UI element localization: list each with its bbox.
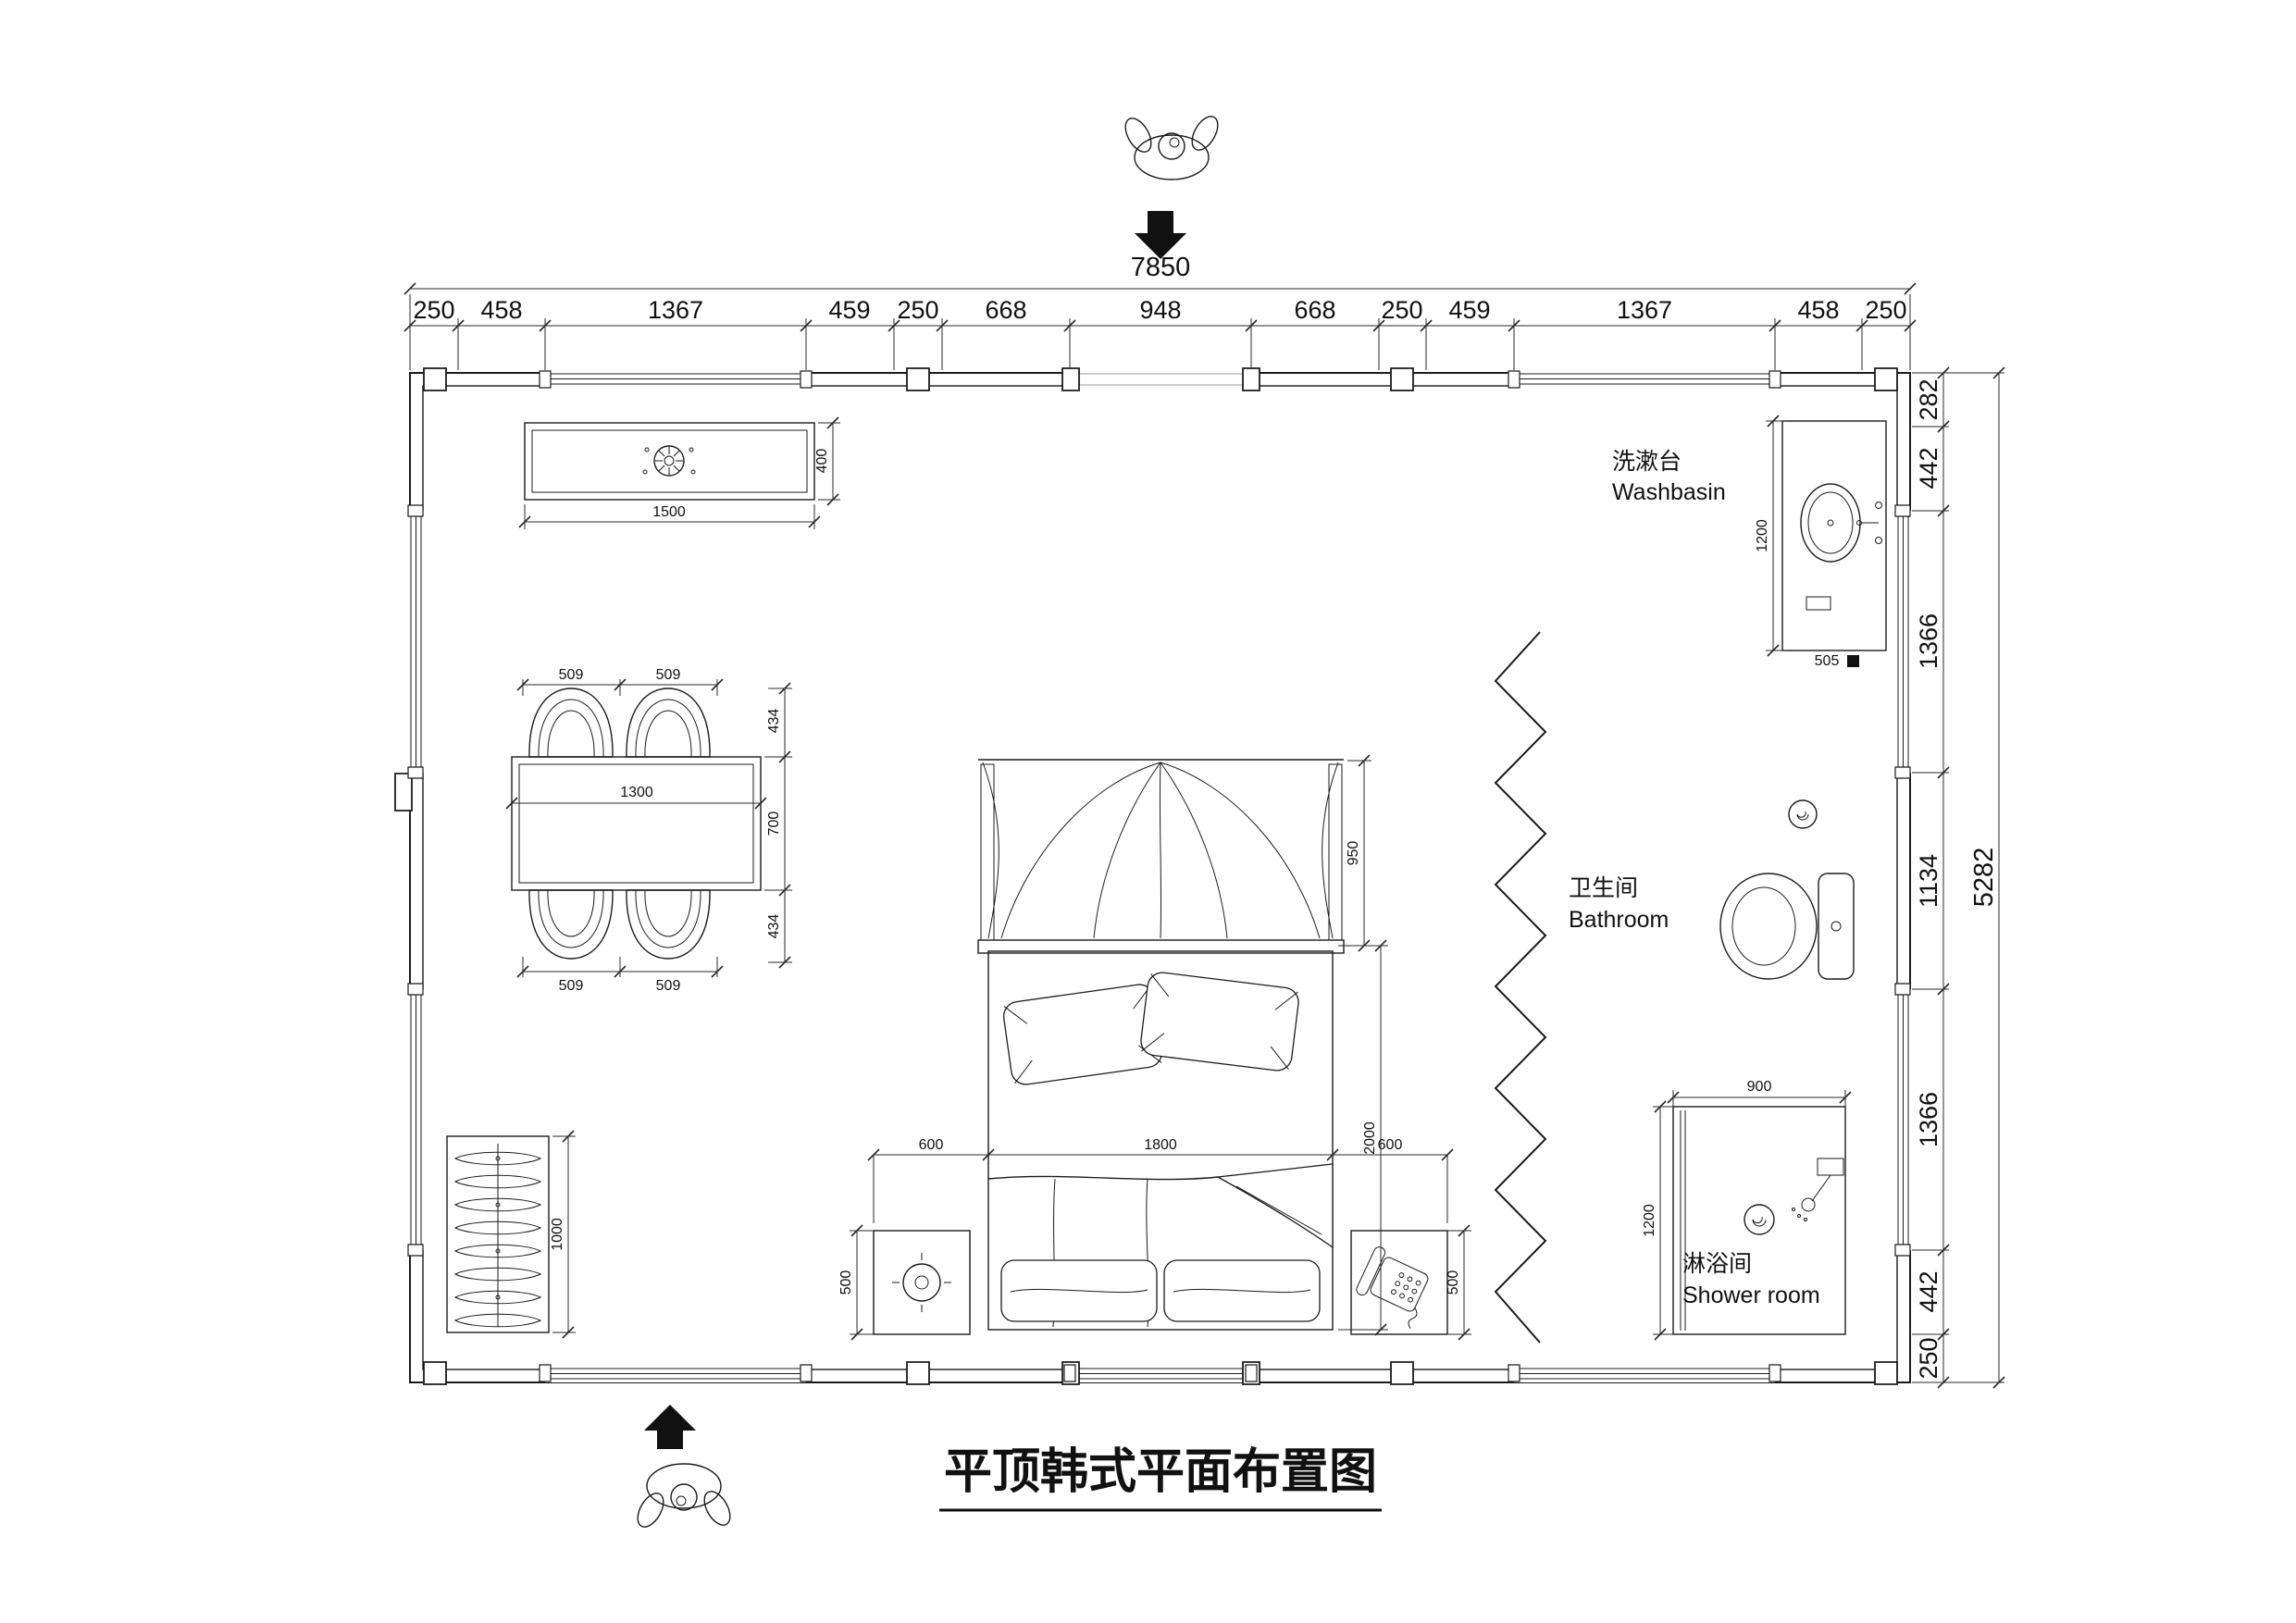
washbasin-counter (1781, 420, 1887, 667)
label-washbasin-zh: 洗漱台 (1612, 449, 1682, 475)
folding-partition (1494, 631, 1547, 1344)
dim-top-seg-5: 668 (985, 296, 1026, 324)
dim-top-seg-10: 1367 (1617, 296, 1672, 324)
dim-chair-bottom-right: 509 (656, 978, 681, 994)
entry-person-figure (1119, 111, 1224, 180)
dim-right-seg-6: 250 (1915, 1337, 1942, 1379)
bottom-person-figure (631, 1463, 737, 1532)
dim-console-width: 1500 (652, 504, 686, 520)
dim-top-seg-7: 668 (1294, 296, 1335, 324)
plan-title: 平顶韩式平面布置图 (944, 1445, 1377, 1499)
wall-columns (394, 367, 1898, 1385)
dining-chair (626, 889, 711, 960)
dim-right-seg-1: 442 (1915, 447, 1942, 489)
top-dimension-chain: 7850 250 458 1367 459 250 668 948 668 25… (403, 253, 1917, 370)
dim-bed-right: 600 (1378, 1137, 1403, 1153)
entry-direction-arrow (1135, 211, 1186, 259)
dining-table (511, 688, 762, 960)
dim-nightstand-right: 500 (1446, 1270, 1461, 1295)
shower-head-symbol (1792, 1158, 1844, 1221)
dim-top-seg-3: 459 (828, 296, 870, 324)
dim-top-seg-1: 458 (480, 296, 522, 324)
window-end-posts (407, 370, 1911, 1382)
label-bathroom-en: Bathroom (1569, 907, 1669, 933)
dining-chair (626, 688, 711, 758)
sink-symbol (1800, 483, 1882, 563)
dim-top-seg-0: 250 (413, 296, 454, 324)
toilet-roll-holder-symbol (1788, 799, 1818, 829)
blanket-fold (1215, 1163, 1334, 1249)
label-washbasin-en: Washbasin (1612, 479, 1726, 505)
plan-title-block: 平顶韩式平面布置图 (939, 1445, 1382, 1512)
dim-canopy-height: 950 (1346, 841, 1361, 866)
dim-bed-left: 600 (919, 1137, 944, 1153)
furniture-dimensions: 1500 400 509 509 1300 434 700 434 509 50… (505, 415, 1852, 1341)
dim-right-total: 5282 (1969, 848, 1999, 908)
dim-chair-top-right: 509 (656, 667, 681, 683)
dim-shower-length: 1200 (1642, 1204, 1657, 1237)
dim-table-width: 1300 (620, 785, 653, 800)
dim-nightstand-left: 500 (838, 1270, 854, 1295)
window-frames (410, 373, 1909, 1380)
exterior-walls (394, 367, 1912, 1385)
nightstand-right (1350, 1230, 1448, 1335)
right-dimension-chain: 5282 282 442 1366 1134 1366 442 250 (1912, 366, 2005, 1389)
label-shower-zh: 淋浴间 (1682, 1251, 1752, 1277)
floor-drain-symbol (1847, 655, 1859, 667)
bottom-direction-arrow (644, 1405, 696, 1449)
nightstand-left (873, 1230, 971, 1335)
dim-top-seg-2: 1367 (648, 296, 703, 324)
dim-wardrobe-height: 1000 (550, 1218, 565, 1251)
dim-top-seg-12: 250 (1865, 296, 1906, 324)
label-shower-en: Shower room (1682, 1282, 1820, 1308)
pillow (1002, 984, 1163, 1085)
pillow (1140, 972, 1299, 1072)
label-bathroom-zh: 卫生间 (1569, 875, 1638, 901)
dim-basin-width: 505 (1815, 653, 1840, 669)
dim-right-seg-4: 1366 (1915, 1092, 1942, 1147)
foot-cushion (1000, 1259, 1158, 1322)
clothes-hangers (453, 1151, 542, 1328)
entry-door-threshold (1079, 373, 1246, 386)
dim-bed-width: 1800 (1144, 1137, 1177, 1153)
dim-right-seg-2: 1366 (1915, 613, 1942, 669)
dim-top-seg-11: 458 (1797, 296, 1839, 324)
wardrobe (446, 1135, 550, 1333)
dim-bed-length: 2000 (1362, 1121, 1378, 1155)
room-labels: 洗漱台 Washbasin 卫生间 Bathroom 淋浴间 Shower ro… (1569, 449, 1820, 1308)
dim-chair-bottom-left: 509 (559, 978, 584, 994)
dining-chair (528, 688, 614, 758)
shower-drain-symbol (1744, 1204, 1775, 1235)
bed (987, 950, 1334, 1331)
window-glazing-lines (416, 378, 1904, 1374)
dim-right-seg-5: 442 (1915, 1270, 1942, 1312)
canopy-drapes (982, 762, 1339, 939)
bed-canopy (977, 759, 1345, 954)
dim-top-seg-6: 948 (1139, 296, 1181, 324)
shower-glass-panel (1680, 1110, 1686, 1331)
dim-right-seg-3: 1134 (1915, 854, 1942, 908)
dim-dining-top: 434 (766, 709, 782, 734)
shower-room (1672, 1106, 1846, 1335)
dim-console-depth: 400 (814, 449, 830, 474)
toilet (1719, 873, 1855, 980)
dining-chair (528, 889, 614, 960)
dim-right-seg-0: 282 (1915, 378, 1942, 420)
dim-dining-mid: 700 (766, 812, 782, 836)
foot-cushion (1163, 1259, 1321, 1322)
tissue-box-symbol (1806, 596, 1831, 611)
dim-chair-top-left: 509 (559, 667, 584, 683)
dim-top-seg-9: 459 (1448, 296, 1490, 324)
dim-dining-bottom: 434 (766, 914, 782, 939)
decor-fan-symbol (642, 445, 696, 477)
dim-basin-length: 1200 (1755, 519, 1770, 552)
table-lamp-symbol (892, 1253, 951, 1312)
dim-shower-width: 900 (1747, 1079, 1772, 1095)
dim-top-seg-4: 250 (897, 296, 938, 324)
dim-top-seg-8: 250 (1381, 296, 1422, 324)
tv-console (524, 422, 815, 501)
telephone-symbol (1356, 1246, 1429, 1329)
